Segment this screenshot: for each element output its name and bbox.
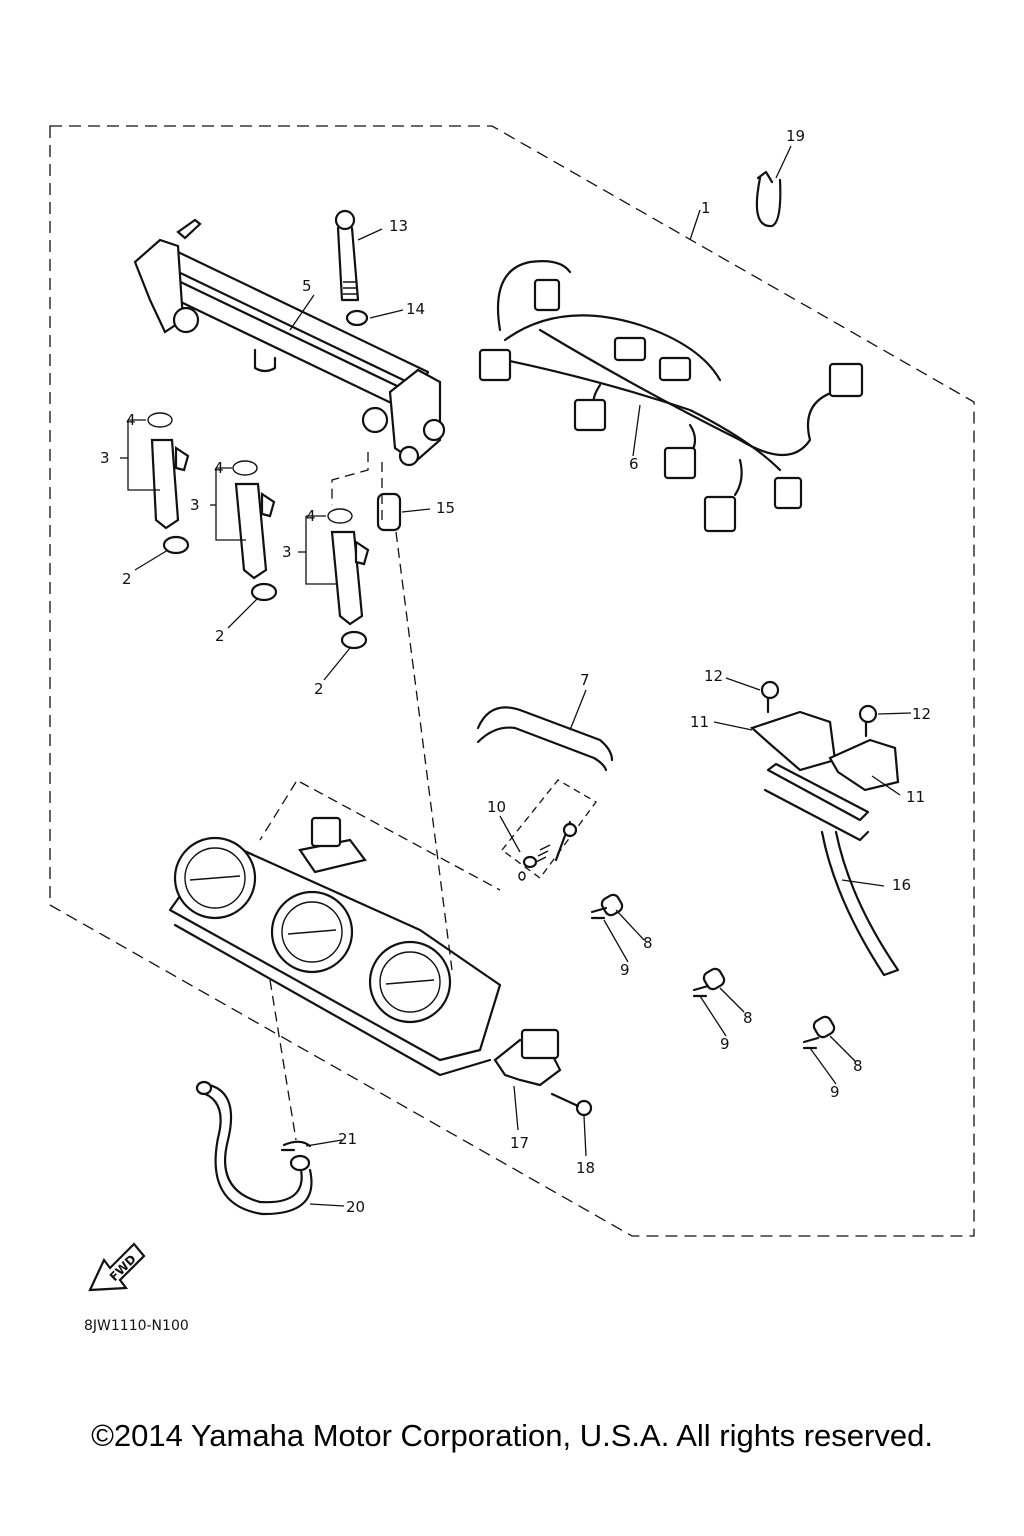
bolt-13 — [334, 209, 360, 302]
copyright-notice: ©2014 Yamaha Motor Corporation, U.S.A. A… — [91, 1418, 933, 1453]
label-13: 13 — [389, 217, 408, 235]
label-8a: 8 — [643, 934, 653, 952]
sensor-17 — [493, 1028, 593, 1117]
label-10: 10 — [487, 798, 506, 816]
label-17: 17 — [510, 1134, 529, 1152]
label-2a: 2 — [122, 570, 132, 588]
label-11b: 11 — [906, 788, 925, 806]
label-19: 19 — [786, 127, 805, 145]
screw-set-10 — [501, 779, 597, 881]
fuel-rail — [133, 218, 446, 467]
label-3b: 3 — [190, 496, 200, 514]
leader-lines — [120, 145, 912, 1207]
label-4c: 4 — [306, 507, 316, 525]
hose-7 — [476, 706, 614, 772]
assembly-boundary — [49, 125, 975, 1237]
label-11a: 11 — [690, 713, 709, 731]
callout-labels: 19 1 13 5 14 4 3 4 6 3 15 4 3 2 2 2 7 12… — [100, 127, 931, 1216]
label-3a: 3 — [100, 449, 110, 467]
label-4b: 4 — [214, 459, 224, 477]
label-3c: 3 — [282, 543, 292, 561]
label-8b: 8 — [743, 1009, 753, 1027]
label-5: 5 — [302, 277, 312, 295]
sensor-bracket — [749, 680, 900, 842]
label-14: 14 — [406, 300, 425, 318]
diagram-code: 8JW1110-N100 — [84, 1318, 189, 1334]
forward-arrow-icon: FWD — [88, 1242, 146, 1292]
label-12b: 12 — [912, 705, 931, 723]
wire-harness — [478, 260, 864, 533]
hose-16 — [820, 830, 900, 977]
injector-set — [147, 412, 370, 650]
label-9b: 9 — [720, 1035, 730, 1053]
label-18: 18 — [576, 1159, 595, 1177]
label-9a: 9 — [620, 961, 630, 979]
label-2b: 2 — [215, 627, 225, 645]
label-1: 1 — [701, 199, 711, 217]
collar-15 — [376, 492, 402, 532]
label-12a: 12 — [704, 667, 723, 685]
hose-20 — [195, 1080, 313, 1216]
label-9c: 9 — [830, 1083, 840, 1101]
label-16: 16 — [892, 876, 911, 894]
label-2c: 2 — [314, 680, 324, 698]
clip-19 — [755, 170, 782, 228]
throttle-body — [168, 816, 502, 1077]
label-15: 15 — [436, 499, 455, 517]
label-7: 7 — [580, 671, 590, 689]
label-6: 6 — [629, 455, 639, 473]
label-8c: 8 — [853, 1057, 863, 1075]
label-21: 21 — [338, 1130, 357, 1148]
label-20: 20 — [346, 1198, 365, 1216]
label-4a: 4 — [126, 411, 136, 429]
caps-and-clips — [590, 893, 836, 1050]
washer-14 — [345, 309, 369, 327]
